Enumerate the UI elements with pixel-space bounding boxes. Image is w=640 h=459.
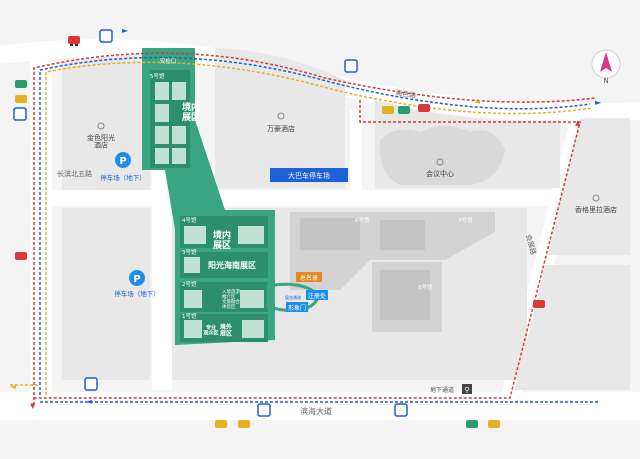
compass-label: N — [603, 77, 608, 85]
arrow-left-icon: ◄ — [474, 97, 481, 106]
bus-icon — [257, 403, 271, 417]
road-label-binhai: 滨海大道 — [300, 406, 332, 416]
yellow-car-icon — [238, 420, 250, 428]
registration-label: 总名录 — [300, 274, 318, 282]
exhibition-green-area — [142, 48, 275, 345]
corridor-path — [266, 282, 320, 312]
yellow-car-icon — [15, 95, 27, 103]
building-labels: 金色阳光酒店 万豪酒店 会议中心 香格里拉酒店 — [87, 112, 617, 214]
parking-icon: P — [133, 274, 140, 285]
hall-2-label: 2号馆 — [182, 280, 197, 288]
entrances[interactable]: 总名录 注册处 形象门 展会通道 — [285, 272, 328, 312]
arrow-left-icon: ◄ — [86, 397, 93, 406]
arrow-right-icon: ► — [122, 26, 129, 35]
halls-6-7-8 — [290, 212, 495, 332]
zone-pavilion-2b: 文旅融合体验区 — [222, 298, 240, 310]
bus-icon — [84, 377, 98, 391]
hall-7-label: 7号馆 — [458, 216, 473, 224]
bus-icon — [99, 29, 113, 43]
zone-special: 专业观众区 — [203, 324, 218, 337]
register-desk-label: 注册处 — [308, 292, 326, 300]
red-car-icon — [15, 252, 27, 260]
yellow-car-icon — [488, 420, 500, 428]
red-car-icon — [418, 104, 430, 112]
compass: N — [591, 49, 621, 85]
parking-label: 停车场（地下） — [114, 289, 160, 298]
red-car-icon — [68, 36, 80, 46]
zone-overseas: 境外展区 — [220, 323, 232, 338]
corridor-label: 展会通道 — [285, 294, 301, 300]
parking-label: 停车场（地下） — [100, 173, 146, 182]
bus-icon — [13, 107, 27, 121]
arrow-left-icon: ◄ — [10, 382, 17, 391]
conference-center-label: 会议中心 — [426, 169, 454, 178]
parking-north[interactable]: P 停车场（地下） — [100, 152, 146, 182]
hall-8-label: 8号馆 — [418, 283, 433, 291]
parking-south[interactable]: P 停车场（地下） — [114, 270, 160, 298]
parking-icon: P — [119, 156, 126, 167]
hall-3-label: 3号馆 — [182, 248, 197, 256]
hall-6-label: 6号馆 — [355, 216, 370, 224]
green-car-icon — [15, 80, 27, 88]
hall-1-label: 1号馆 — [182, 312, 197, 320]
underground-passage: 地下通道 ⚲ — [430, 384, 472, 394]
road-label-haise: 海色路 — [395, 88, 417, 100]
green-car-icon — [466, 420, 478, 428]
conference-center-shape — [379, 126, 505, 185]
zone-labels: 境内展区 境内展区 阳光海南展区 境外展区 专业观众区 入境旅游推介区 文旅融合… — [182, 101, 256, 338]
bus-parking-label: 大巴车停车场 — [288, 171, 330, 180]
zone-domestic-mid: 境内展区 — [213, 229, 231, 251]
wanhao-hotel-label: 万豪酒店 — [267, 124, 295, 133]
zone-pavilion-2a: 入境旅游推介区 — [222, 288, 240, 300]
arrow-down-icon: ▼ — [30, 402, 36, 410]
vehicle-icons: ◄ ◄ ► ► ▲ ▼ ◄ — [10, 26, 602, 428]
security-gate-label: 安检口 — [160, 57, 177, 65]
bus-icon — [394, 403, 408, 417]
red-car-icon — [533, 300, 545, 308]
bus-parking[interactable]: 大巴车停车场 — [270, 168, 348, 182]
yellow-car-icon — [215, 420, 227, 428]
shangri-la-label: 香格里拉酒店 — [575, 205, 617, 214]
zone-domestic-north: 境内展区 — [182, 101, 200, 123]
route-lines — [10, 52, 600, 405]
bus-icon — [344, 59, 358, 73]
hall-labels: 安检口 5号馆 4号馆 3号馆 2号馆 1号馆 — [150, 57, 197, 320]
green-car-icon — [398, 106, 410, 114]
walker-icon: ⚲ — [464, 386, 469, 394]
jinse-hotel-label: 金色阳光酒店 — [87, 133, 115, 150]
hall-4-label: 4号馆 — [182, 216, 197, 224]
road-label-changbin: 长滨北五路 — [57, 169, 92, 178]
main-gate-label: 形象门 — [288, 304, 306, 312]
hall-5-label: 5号馆 — [150, 72, 165, 80]
underground-label: 地下通道 — [430, 386, 454, 394]
zone-yangguang: 阳光海南展区 — [208, 260, 256, 270]
arrow-up-icon: ▲ — [575, 119, 581, 127]
yellow-car-icon — [382, 106, 394, 114]
gray-hall-labels: 6号馆 7号馆 8号馆 — [355, 216, 473, 291]
arrow-right-icon: ► — [595, 98, 602, 107]
